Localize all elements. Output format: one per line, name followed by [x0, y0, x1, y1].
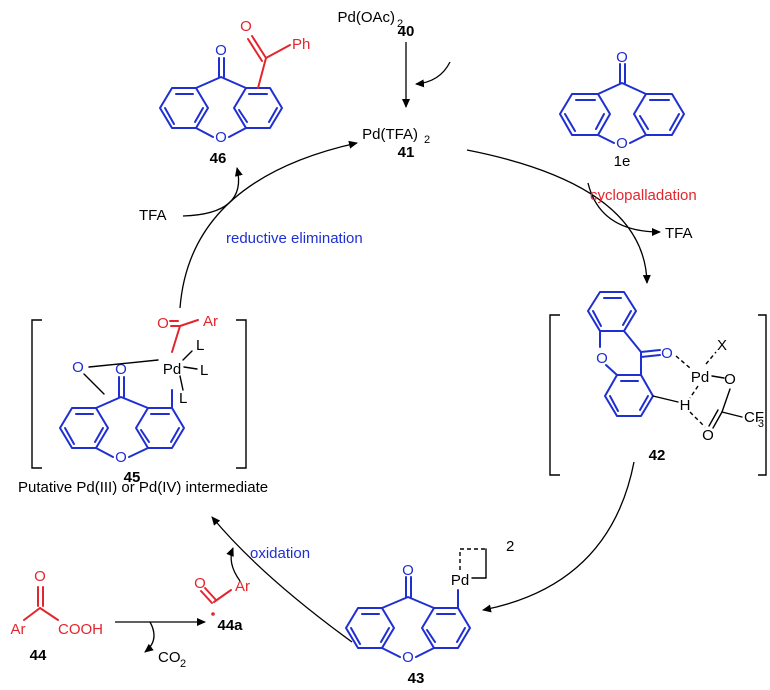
int45-ligand-3: L [179, 390, 187, 407]
product-ring-o: O [215, 129, 227, 146]
int42-carbonyl-o: O [661, 345, 673, 362]
active-catalyst-formula: Pd(TFA) [362, 126, 418, 143]
catalyst-precursor-subscript: 2 [397, 18, 403, 30]
active-catalyst: Pd(TFA) 2 41 [362, 126, 430, 161]
int45-ligand-1: L [196, 337, 204, 354]
reagent44-number: 44 [30, 647, 47, 664]
radical44a-number: 44a [217, 617, 243, 634]
intermediate-43: O O Pd 2 43 [345, 538, 514, 687]
reagent-44: O Ar COOH 44 [11, 568, 104, 664]
reagent44-aryl: Ar [11, 621, 26, 638]
product-benzoyl-bond [257, 57, 267, 89]
int43-number: 43 [408, 670, 425, 687]
tfa-uptake-arrow [182, 167, 243, 217]
int45-number: 45 [124, 469, 141, 486]
reagent44-cooh: COOH [58, 621, 103, 638]
tfa-byproduct-left: TFA [139, 207, 167, 224]
active-catalyst-number: 41 [398, 144, 415, 161]
int45-ring-o: O [115, 449, 127, 466]
bracket-right-45 [236, 319, 247, 469]
int45-aryl: Ar [203, 313, 218, 330]
intermediate-42: O O Pd X O O CF 3 H 42 [549, 291, 767, 476]
int42-acetate-o: O [724, 371, 736, 388]
int42-number: 42 [649, 447, 666, 464]
substrate-xanthone: O O 1e [559, 49, 685, 170]
bracket-right-42 [758, 314, 767, 476]
substrate-right-ring [633, 93, 685, 136]
product-benzoyl-o: O [240, 18, 252, 35]
reagent44-o: O [34, 568, 46, 585]
product-right-ring [233, 87, 283, 129]
int42-palladium: Pd [691, 369, 709, 386]
product-number: 46 [210, 150, 227, 167]
bracket-left-42 [549, 314, 560, 476]
radical-44a: O Ar 44a [194, 575, 250, 634]
int45-carbonyl-o: O [115, 361, 127, 378]
arc-oxidation [211, 516, 353, 643]
radical44a-o: O [194, 575, 206, 592]
int43-dimer-count: 2 [506, 538, 514, 555]
int42-cf3: CF [744, 409, 764, 426]
step-oxidation: oxidation [250, 545, 310, 562]
int45-acyl-o: O [157, 315, 169, 332]
arc-42-to-43 [482, 461, 635, 613]
catalyst-precursor: Pd(OAc) 2 40 [337, 9, 414, 40]
radical-addition-arrow [226, 547, 241, 582]
active-catalyst-subscript: 2 [424, 134, 430, 146]
radical44a-dot [211, 612, 215, 616]
int42-ring-o: O [596, 350, 608, 367]
activation-curved-arrow [415, 61, 451, 88]
step-reductive-elimination: reductive elimination [226, 230, 363, 247]
intermediate-45: O O Pd O L L L O Ar 45 Putative Pd(III) … [18, 313, 268, 496]
int43-carbonyl-o: O [402, 562, 414, 579]
arc-cyclopalladation [466, 149, 651, 284]
tfa-release-arrow [587, 182, 661, 236]
substrate-number: 1e [614, 153, 631, 170]
co2-release-arrow [144, 621, 155, 653]
bracket-left-45 [31, 319, 42, 469]
int45-caption: Putative Pd(III) or Pd(IV) intermediate [18, 479, 268, 496]
int45-palladium: Pd [163, 361, 181, 378]
step-cyclopalladation: cyclopalladation [590, 187, 697, 204]
substrate-ring-o: O [616, 135, 628, 152]
int42-hydrogen: H [680, 397, 691, 414]
int42-carbonyl-o2: O [702, 427, 714, 444]
int42-x-ligand: X [717, 337, 727, 354]
product-phenyl: Ph [292, 36, 310, 53]
int45-pd-bound-o: O [72, 359, 84, 376]
catalyst-precursor-formula: Pd(OAc) [337, 9, 395, 26]
catalyst-precursor-number: 40 [398, 23, 415, 40]
product-xanthone: O O O Ph 46 [159, 18, 310, 167]
int43-palladium: Pd [451, 572, 469, 589]
substrate-carbonyl-o: O [616, 49, 628, 66]
co2-subscript: 2 [180, 658, 186, 670]
radical44a-aryl: Ar [235, 578, 250, 595]
int45-ligand-2: L [200, 362, 208, 379]
tfa-byproduct-right: TFA [665, 225, 693, 242]
int42-cf3-sub: 3 [758, 418, 764, 430]
int43-ring-o: O [402, 649, 414, 666]
co2-byproduct: CO [158, 649, 181, 666]
arc-reductive-elimination [179, 140, 358, 309]
product-carbonyl-o: O [215, 42, 227, 59]
